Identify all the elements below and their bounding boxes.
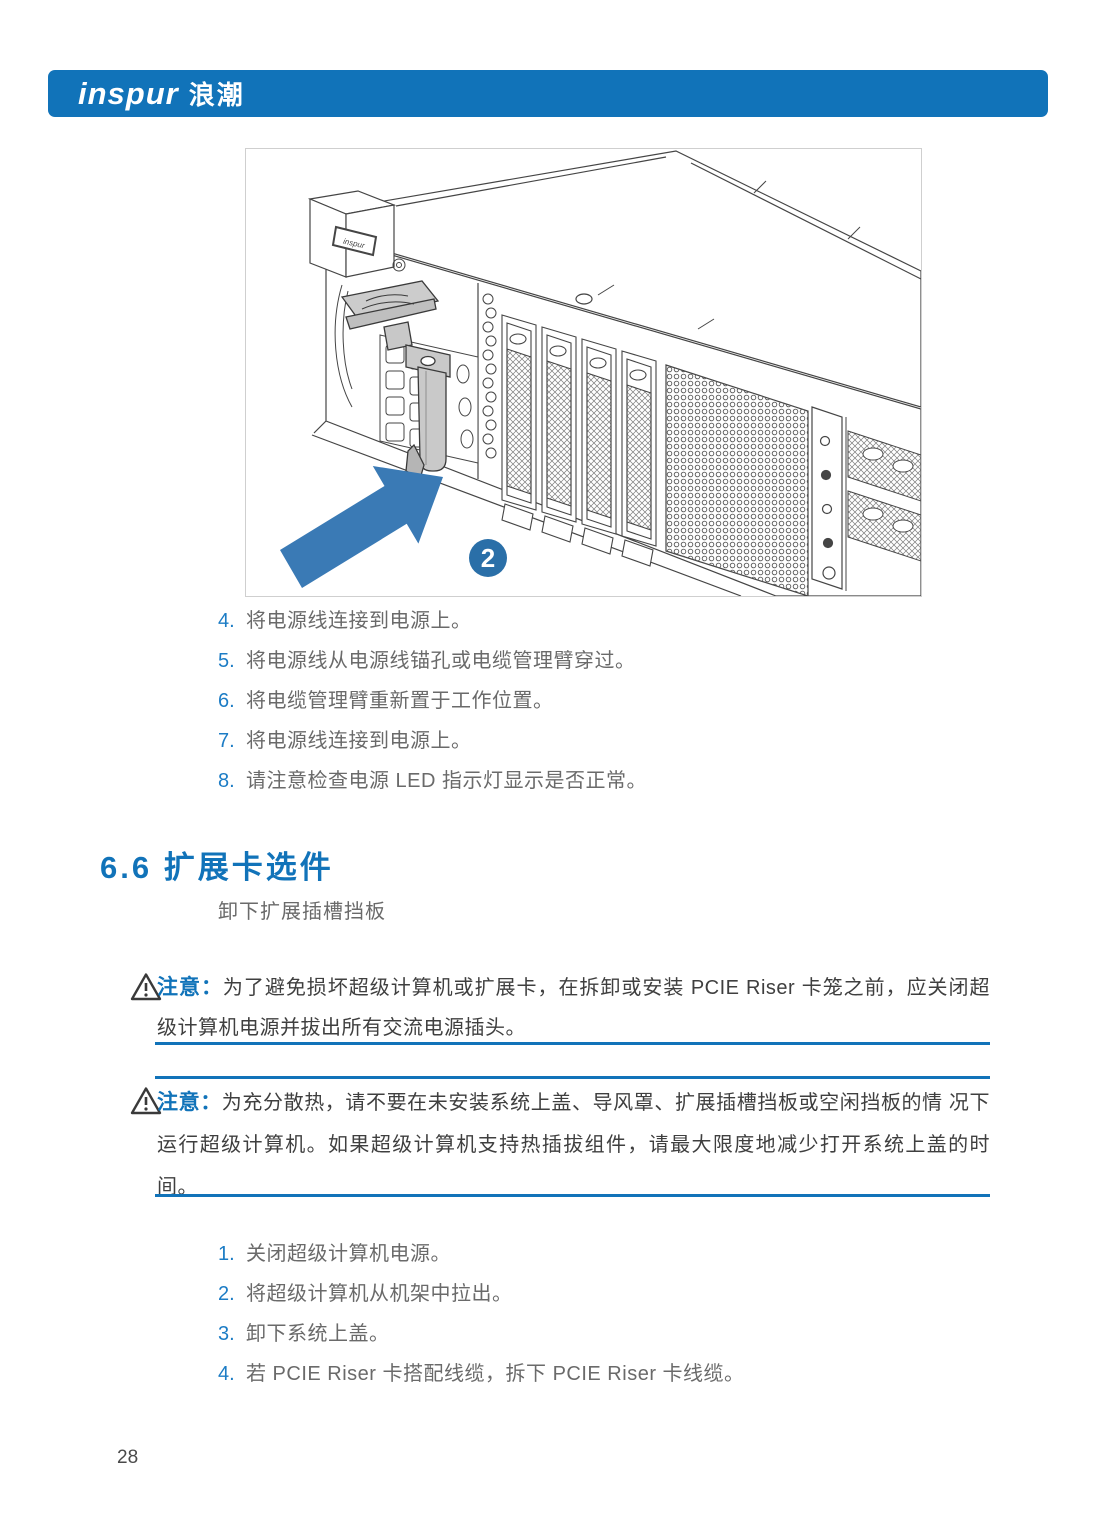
step-text: 若 PCIE Riser 卡搭配线缆，拆下 PCIE Riser 卡线缆。	[246, 1363, 745, 1385]
warning-icon	[130, 1087, 162, 1115]
inspur-logo-latin: inspur	[78, 76, 179, 111]
server-line-drawing: inspur	[280, 150, 922, 597]
step-text: 将电源线连接到电源上。	[246, 610, 472, 632]
list-item: 4. 将电源线连接到电源上。	[218, 607, 647, 647]
note-body: 为充分散热，请不要在未安装系统上盖、导风罩、扩展插槽挡板或空闲挡板的情 况下运行…	[157, 1092, 990, 1198]
list-item: 3. 卸下系统上盖。	[218, 1320, 745, 1360]
step-text: 将电缆管理臂重新置于工作位置。	[246, 690, 554, 712]
page-number: 28	[117, 1447, 139, 1468]
bead-chain	[482, 293, 497, 459]
step-text: 关闭超级计算机电源。	[246, 1243, 451, 1265]
latch-arm	[405, 344, 451, 480]
step-number: 4.	[218, 610, 235, 632]
riser-steps-list: 1. 关闭超级计算机电源。 2. 将超级计算机从机架中拉出。 3. 卸下系统上盖…	[218, 1240, 745, 1400]
list-item: 5. 将电源线从电源线锚孔或电缆管理臂穿过。	[218, 647, 647, 687]
mounting-bracket	[811, 406, 843, 590]
power-steps-list: 4. 将电源线连接到电源上。 5. 将电源线从电源线锚孔或电缆管理臂穿过。 6.…	[218, 607, 647, 807]
step-badge-number: 2	[481, 543, 495, 573]
list-item: 8. 请注意检查电源 LED 指示灯显示是否正常。	[218, 767, 647, 807]
step-badge: 2	[469, 539, 507, 577]
left-panel-details	[334, 258, 406, 408]
note-caution-2: 注意：为充分散热，请不要在未安装系统上盖、导风罩、扩展插槽挡板或空闲挡板的情 况…	[157, 1082, 990, 1208]
list-item: 7. 将电源线连接到电源上。	[218, 727, 647, 767]
step-text: 请注意检查电源 LED 指示灯显示是否正常。	[246, 770, 648, 792]
section-intro-text: 卸下扩展插槽挡板	[218, 901, 386, 923]
note-caution-1: 注意：为了避免损坏超级计算机或扩展卡，在拆卸或安装 PCIE Riser 卡笼之…	[157, 968, 990, 1048]
step-number: 6.	[218, 690, 235, 712]
section-heading: 6.6 扩展卡选件	[100, 850, 334, 885]
step-text: 将超级计算机从机架中拉出。	[246, 1283, 513, 1305]
step-number: 1.	[218, 1243, 235, 1265]
list-item: 6. 将电缆管理臂重新置于工作位置。	[218, 687, 647, 727]
mesh-panel	[665, 364, 809, 597]
step-number: 8.	[218, 770, 235, 792]
note-label: 注意：	[157, 976, 223, 999]
note-body: 为了避免损坏超级计算机或扩展卡，在拆卸或安装 PCIE Riser 卡笼之前，应…	[157, 977, 990, 1039]
list-item: 2. 将超级计算机从机架中拉出。	[218, 1280, 745, 1320]
note-divider-rule	[155, 1076, 990, 1079]
note-divider-rule	[155, 1042, 990, 1045]
step-number: 5.	[218, 650, 235, 672]
chassis-ear: inspur	[307, 190, 397, 278]
step-number: 2.	[218, 1283, 235, 1305]
inspur-logo-cjk: 浪潮	[188, 80, 245, 110]
inspur-logo: inspur 浪潮	[78, 75, 245, 112]
warning-icon	[130, 973, 162, 1001]
step-number: 4.	[218, 1363, 235, 1385]
note-divider-rule	[155, 1194, 990, 1197]
step-text: 卸下系统上盖。	[246, 1323, 390, 1345]
list-item: 1. 关闭超级计算机电源。	[218, 1240, 745, 1280]
step-number: 7.	[218, 730, 235, 752]
drive-trays	[501, 314, 657, 567]
server-illustration-figure: inspur	[245, 148, 922, 597]
right-tray-stubs	[845, 417, 922, 591]
step-text: 将电源线连接到电源上。	[246, 730, 472, 752]
direction-arrow	[280, 466, 443, 588]
handle-cap	[340, 280, 440, 351]
brand-header-bar: inspur 浪潮	[48, 70, 1048, 117]
list-item: 4. 若 PCIE Riser 卡搭配线缆，拆下 PCIE Riser 卡线缆。	[218, 1360, 745, 1400]
step-text: 将电源线从电源线锚孔或电缆管理臂穿过。	[246, 650, 636, 672]
step-number: 3.	[218, 1323, 235, 1345]
note-label: 注意：	[157, 1091, 222, 1114]
